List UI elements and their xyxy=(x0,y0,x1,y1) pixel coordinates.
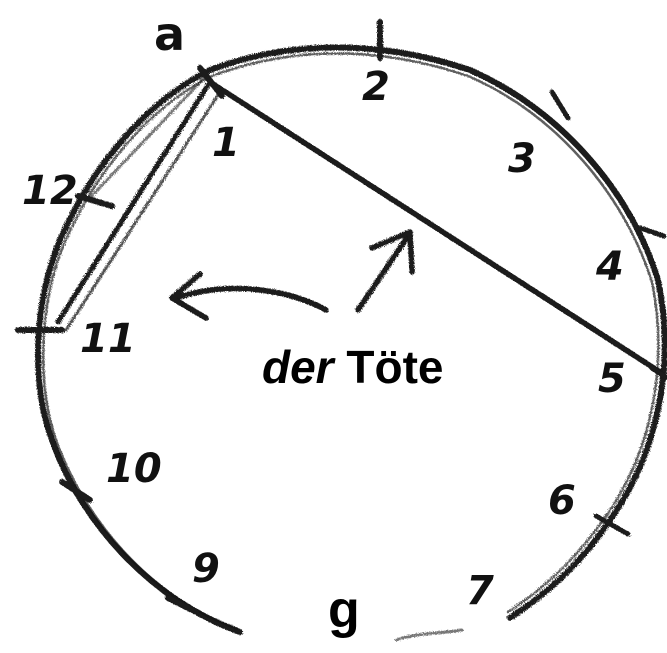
vertex-label-g: g xyxy=(328,581,360,639)
tick-6 xyxy=(593,513,631,537)
tick-10 xyxy=(59,479,93,503)
position-2: 2 xyxy=(362,64,390,110)
tick-4 xyxy=(637,225,667,239)
position-5: 5 xyxy=(598,356,626,402)
chord-a-to-5 xyxy=(207,79,663,375)
position-10: 10 xyxy=(106,446,162,492)
arrow-up-head xyxy=(369,229,415,275)
tick-1 xyxy=(197,65,225,99)
caption: der Töte xyxy=(262,344,443,390)
circle-outline xyxy=(35,44,667,635)
position-3: 3 xyxy=(508,136,536,182)
position-12: 12 xyxy=(22,168,78,214)
arrow-up-shaft xyxy=(355,233,411,313)
tick-12 xyxy=(75,193,115,209)
chord-a-to-11 xyxy=(55,79,213,325)
position-4: 4 xyxy=(595,244,624,290)
position-11: 11 xyxy=(80,316,136,362)
position-7: 7 xyxy=(466,568,494,614)
arrow-left-curve xyxy=(173,285,329,313)
tick-5 xyxy=(649,365,667,381)
caption-noun: Töte xyxy=(346,341,444,393)
position-numbers: 1 2 3 4 5 6 7 9 10 11 12 xyxy=(22,64,626,614)
arrow-left-head xyxy=(169,271,209,321)
position-6: 6 xyxy=(548,478,576,524)
position-9: 9 xyxy=(192,546,220,592)
position-1: 1 xyxy=(212,120,240,166)
vertex-label-a: a xyxy=(154,7,185,61)
caption-article: der xyxy=(262,341,334,393)
tick-9 xyxy=(165,595,199,615)
tick-3 xyxy=(549,89,571,121)
